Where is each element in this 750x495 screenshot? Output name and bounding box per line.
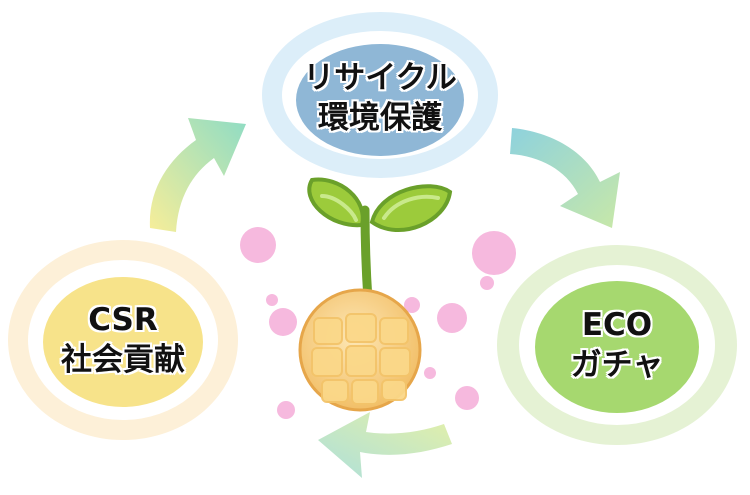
pink-dot [455,386,479,410]
pink-dot [424,367,436,379]
node-eco [497,245,737,445]
node-csr [8,240,238,440]
arrow-left-to-top [149,118,246,232]
pink-dot [404,297,420,313]
node-label-recycle: リサイクル 環境保護 [290,58,470,138]
node-csr-line1: CSR [88,302,158,338]
node-recycle-line2: 環境保護 [318,100,442,136]
decor-dots [240,227,516,419]
pink-dot [277,401,295,419]
sprout-leaf [307,177,365,228]
pink-dot [266,294,278,306]
node-recycle-line1: リサイクル [303,60,457,96]
pink-dot [269,308,297,336]
pink-dot [472,231,516,275]
sprout-capsule-icon [298,177,453,412]
sprout-leaf [369,184,453,233]
node-recycle [262,12,498,178]
pink-dot [240,227,276,263]
node-eco-line2: ガチャ [570,347,664,383]
node-label-eco: ECO ガチャ [537,305,697,385]
node-eco-line1: ECO [581,307,653,343]
node-core [43,277,203,407]
node-core [296,44,464,156]
node-core [535,281,699,413]
node-label-csr: CSR 社会貢献 [43,300,203,380]
pink-dot [437,303,467,333]
pink-dot [480,276,494,290]
arrow-top-to-right [510,128,620,228]
node-csr-line2: 社会貢献 [61,342,185,378]
arrow-right-to-left [318,412,452,478]
